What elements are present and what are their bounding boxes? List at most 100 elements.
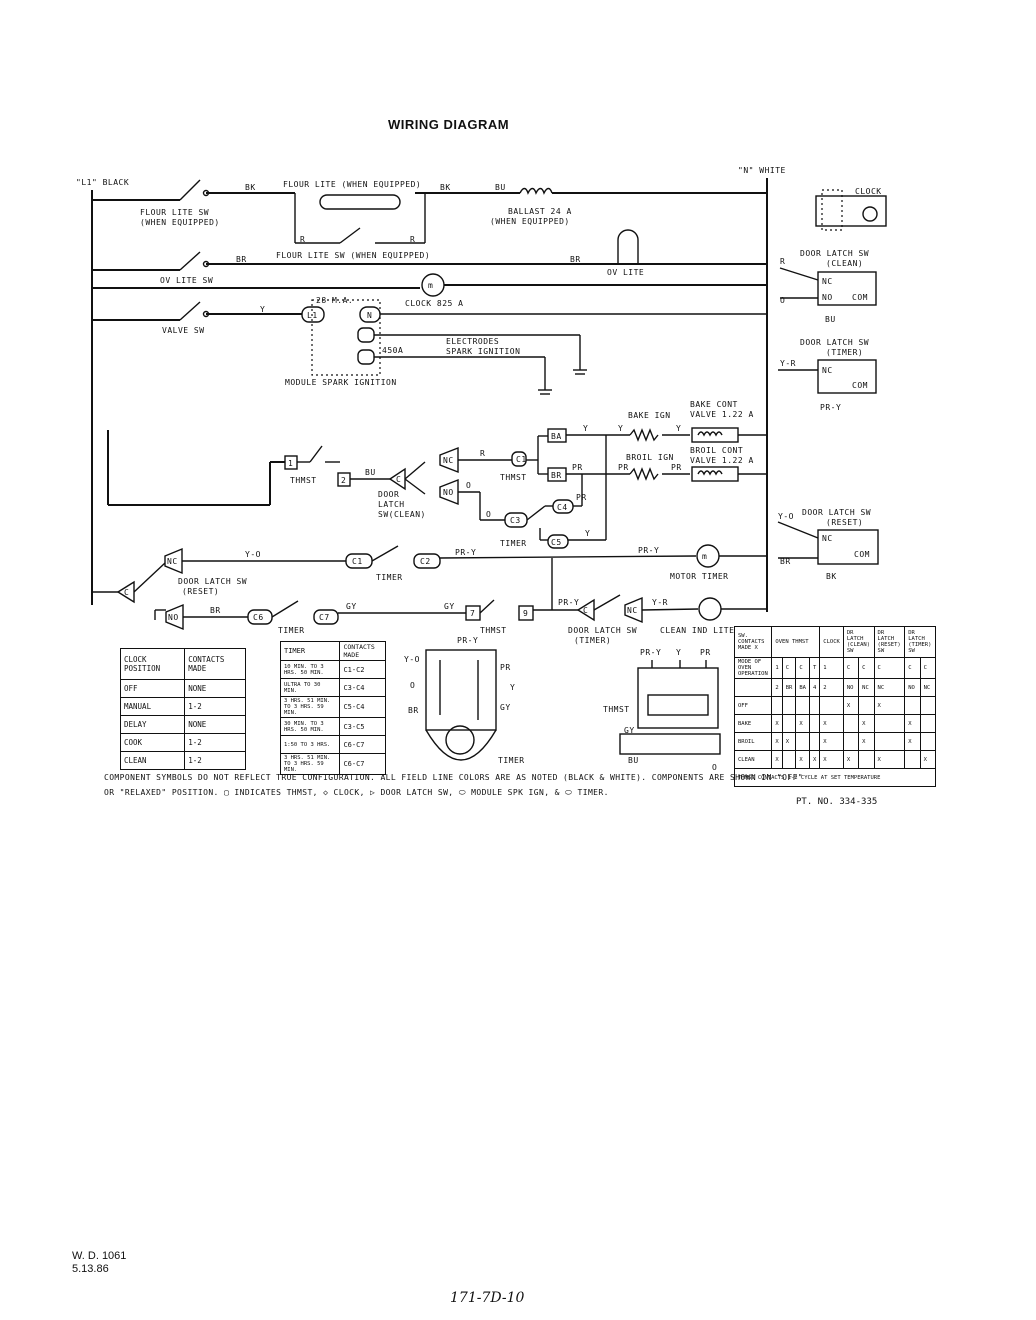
svg-text:PR: PR [572, 463, 583, 472]
timer-row-range: 30 MIN. TO 3 HRS. 50 MIN. [279, 717, 341, 736]
timer-terminal-c1 [511, 451, 527, 467]
clock-row-position: COOK [119, 733, 186, 752]
svg-text:CLOCK: CLOCK [855, 187, 882, 196]
sw-cell [733, 678, 773, 697]
thmst-pictorial-label: THMST [603, 705, 630, 714]
svg-text:O: O [780, 296, 785, 305]
thmst-terminal-9 [518, 605, 534, 621]
sw-head: CLOCK [819, 626, 844, 658]
svg-text:SW(CLEAN): SW(CLEAN) [378, 510, 426, 519]
sw-cell: X [858, 732, 875, 751]
timer-terminal-c5 [547, 534, 569, 549]
svg-text:PR: PR [700, 648, 711, 657]
sw-cell [819, 696, 844, 715]
svg-text:Y-R: Y-R [652, 598, 668, 607]
timer-row-contacts: C1-C2 [339, 660, 386, 679]
svg-text:m: m [702, 552, 707, 561]
broil-valve-coil [691, 466, 739, 482]
sw-cell: X [842, 696, 860, 715]
sw-cell [795, 696, 810, 715]
svg-text:COM: COM [852, 381, 868, 390]
sw-cell [795, 732, 810, 751]
timer-label-1: TIMER [500, 539, 527, 548]
svg-text:(RESET): (RESET) [826, 518, 863, 527]
svg-text:O: O [712, 763, 717, 772]
timer-row-range: 1:50 TO 3 HRS. [279, 735, 341, 754]
sw-cell [842, 714, 860, 733]
svg-text:NC: NC [443, 456, 454, 465]
sw-head: OVEN THMST [771, 626, 821, 658]
svg-text:BR: BR [408, 706, 419, 715]
sw-cell: NC [858, 678, 875, 697]
svg-text:NC: NC [822, 534, 833, 543]
motor-timer [696, 544, 720, 568]
sw-cell: X [771, 714, 783, 733]
svg-text:PR: PR [618, 463, 629, 472]
sw-cell [808, 714, 821, 733]
handwritten-number: 171-7D-10 [450, 1290, 525, 1306]
svg-text:R: R [300, 235, 305, 244]
svg-text:450A: 450A [382, 346, 403, 355]
timer-row-contacts: C6-C7 [339, 753, 386, 775]
svg-text:BU: BU [825, 315, 836, 324]
reset-nc [164, 547, 183, 575]
svg-text:C7: C7 [319, 613, 330, 622]
svg-text:BU: BU [628, 756, 639, 765]
svg-text:GY: GY [444, 602, 455, 611]
clean-ind-lite-label: CLEAN IND LITE [660, 626, 734, 635]
sw-cell [858, 750, 875, 769]
sw-cell: NO [842, 678, 860, 697]
svg-text:1: 1 [288, 459, 293, 468]
svg-text:Y: Y [585, 529, 590, 538]
timer-table: TIMER CONTACTS MADE 10 MIN. TO 3 HRS. 50… [279, 641, 386, 775]
sw-cell: C [781, 657, 797, 679]
wd-id: W. D. 1061 [72, 1250, 127, 1262]
door-latch-timer-symbol [817, 359, 877, 394]
timer-pictorial [425, 649, 497, 731]
svg-text:VALVE 1.22 A: VALVE 1.22 A [690, 456, 754, 465]
sw-cell [919, 732, 937, 751]
svg-text:PR-Y: PR-Y [457, 636, 478, 645]
svg-text:COM: COM [852, 293, 868, 302]
svg-text:BR: BR [210, 606, 221, 615]
svg-text:NO: NO [443, 488, 454, 497]
sw-cell: X [795, 750, 810, 769]
nc-contact [439, 446, 459, 474]
note-line-1: COMPONENT SYMBOLS DO NOT REFLECT TRUE CO… [104, 773, 803, 782]
svg-text:TIMER: TIMER [278, 626, 305, 635]
broil-valve-label: BROIL CONT [690, 446, 743, 455]
svg-text:O: O [410, 681, 415, 690]
svg-text:O: O [466, 481, 471, 490]
right-latch-reset-label: DOOR LATCH SW [802, 508, 871, 517]
ov-lite-label: OV LITE [607, 268, 644, 277]
svg-text:PR-Y: PR-Y [640, 648, 661, 657]
clock-row-position: CLEAN [119, 751, 186, 770]
sw-head: SW. CONTACTS MADE X [733, 626, 773, 658]
svg-text:BR: BR [551, 471, 562, 480]
flour-lite-switch-blade [179, 179, 201, 201]
ov-lite-sw-label: OV LITE SW [160, 276, 213, 285]
svg-text:Y-R: Y-R [780, 359, 796, 368]
svg-text:GY: GY [346, 602, 357, 611]
broil-ign-resistor [629, 467, 659, 481]
svg-text:BR: BR [780, 557, 791, 566]
svg-text:C3: C3 [510, 516, 521, 525]
sw-cell: X [873, 750, 906, 769]
svg-text:Y-O: Y-O [778, 512, 794, 521]
svg-text:R: R [480, 449, 485, 458]
sw-cell: X [919, 750, 937, 769]
svg-text:R: R [410, 235, 415, 244]
sw-head: DR LATCH (CLEAN) SW [842, 626, 875, 658]
sw-cell: X [771, 732, 783, 751]
terminal-l1 [301, 306, 325, 323]
sw-cell [873, 714, 906, 733]
svg-text:N: N [367, 311, 372, 320]
sw-cell: T [808, 657, 821, 679]
svg-text:NC: NC [822, 366, 833, 375]
svg-text:C: C [124, 588, 129, 597]
ballast-coil [519, 187, 553, 195]
svg-text:BK: BK [245, 183, 256, 192]
svg-text:(RESET): (RESET) [182, 587, 219, 596]
no-contact [439, 478, 459, 506]
